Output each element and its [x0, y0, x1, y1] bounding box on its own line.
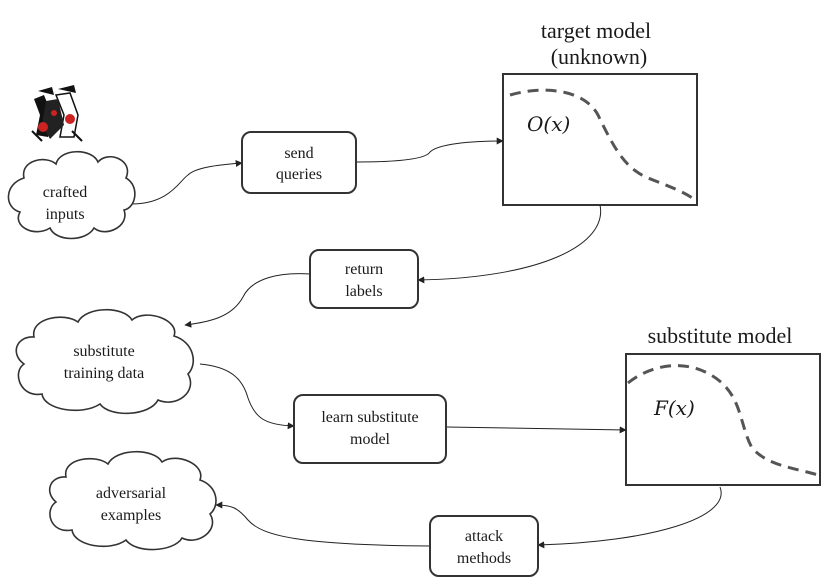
attack-methods-box: attack methods [429, 515, 539, 577]
arrow-training-to-learn [199, 363, 295, 430]
arrow-target-to-labels [417, 204, 602, 284]
crafted-inputs-cloud: crafted inputs [7, 150, 136, 240]
learn-substitute-line1: learn substitute [321, 409, 418, 426]
crafted-inputs-line2: inputs [45, 206, 84, 223]
spy-vs-spy-icon [31, 85, 83, 142]
substitute-model-curve [627, 364, 819, 477]
substitute-function-label: F(x) [653, 396, 695, 420]
arrow-queries-to-target [355, 137, 504, 163]
attack-methods-line1: attack [465, 528, 503, 545]
target-function-label: O(x) [527, 112, 570, 136]
arrow-learn-to-substitute [445, 426, 627, 434]
target-model-frame [502, 73, 698, 206]
substitute-model-frame [625, 353, 821, 486]
arrow-attack-to-adversarial [215, 501, 431, 547]
return-labels-line1: return [345, 261, 383, 278]
substitute-training-data-line1: substitute [73, 343, 134, 360]
send-queries-box: send queries [241, 131, 357, 194]
substitute-training-data-line2: training data [64, 365, 144, 382]
return-labels-box: return labels [309, 249, 419, 309]
adversarial-examples-line2: examples [101, 507, 161, 524]
arrow-substitute-to-attack [537, 486, 722, 549]
adversarial-examples-line1: adversarial [96, 485, 167, 502]
arrow-labels-to-training [184, 273, 311, 328]
learn-substitute-box: learn substitute model [293, 394, 447, 464]
substitute-model-title: substitute model [648, 323, 793, 348]
target-model-title: target model [541, 18, 651, 43]
send-queries-line2: queries [276, 166, 322, 183]
substitute-training-data-cloud: substitute training data [15, 309, 195, 415]
attack-methods-line2: methods [457, 550, 511, 567]
crafted-inputs-line1: crafted [43, 184, 87, 201]
adversarial-examples-cloud: adversarial examples [48, 451, 217, 551]
send-queries-line1: send [284, 145, 313, 162]
learn-substitute-line2: model [350, 431, 391, 448]
return-labels-line2: labels [345, 283, 382, 300]
target-model-curve [509, 88, 696, 202]
arrow-inputs-to-queries [130, 159, 243, 205]
target-model-subtitle: (unknown) [551, 44, 648, 69]
